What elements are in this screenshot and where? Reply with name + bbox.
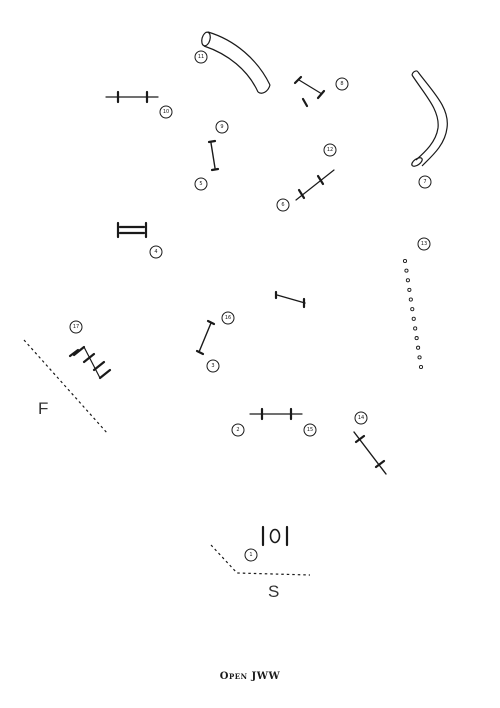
number-marker-14: 14	[354, 411, 368, 425]
marker-number: 5	[199, 181, 202, 187]
jump-center	[274, 290, 306, 309]
number-marker-7: 7	[418, 175, 432, 189]
jump-14	[353, 431, 387, 475]
marker-number: 12	[327, 147, 333, 153]
jump-8	[293, 75, 326, 108]
marker-circle	[244, 548, 258, 562]
marker-number: 8	[340, 81, 343, 87]
tire-1	[261, 525, 289, 547]
marker-number: 1	[249, 552, 252, 558]
number-marker-4: 4	[149, 245, 163, 259]
marker-circle	[418, 175, 432, 189]
number-marker-16: 16	[221, 311, 235, 325]
marker-number: 4	[154, 249, 157, 255]
number-marker-8: 8	[335, 77, 349, 91]
weave-pole	[417, 355, 422, 360]
number-marker-6: 6	[276, 198, 290, 212]
marker-circle	[194, 177, 208, 191]
marker-number: 10	[163, 109, 169, 115]
weave-pole	[410, 307, 415, 312]
number-marker-5: 5	[194, 177, 208, 191]
jump-10	[105, 90, 159, 104]
number-marker-9: 9	[215, 120, 229, 134]
number-marker-2: 2	[231, 423, 245, 437]
number-marker-17: 17	[69, 320, 83, 334]
number-marker-3: 3	[206, 359, 220, 373]
start-line	[210, 544, 311, 576]
marker-number: 16	[225, 315, 231, 321]
marker-circle	[194, 50, 208, 64]
marker-number: 13	[421, 241, 427, 247]
marker-circle	[69, 320, 83, 334]
number-marker-13: 13	[417, 237, 431, 251]
marker-circle	[221, 311, 235, 325]
weave-pole	[407, 287, 412, 292]
marker-number: 11	[198, 54, 204, 60]
marker-circle	[206, 359, 220, 373]
number-marker-10: 10	[159, 105, 173, 119]
double-4	[116, 221, 148, 239]
marker-circle	[276, 198, 290, 212]
jump-9-5	[207, 139, 220, 172]
marker-number: 17	[73, 324, 79, 330]
jump-6-12	[295, 169, 335, 201]
marker-number: 14	[358, 415, 364, 421]
weave-pole	[411, 316, 416, 321]
start-label: S	[268, 582, 279, 601]
marker-number: 15	[307, 427, 313, 433]
jump-16-3	[195, 319, 216, 356]
number-marker-11: 11	[194, 50, 208, 64]
marker-circle	[323, 143, 337, 157]
marker-circle	[159, 105, 173, 119]
marker-number: 3	[211, 363, 214, 369]
jump-2-15	[249, 407, 303, 421]
marker-circle	[354, 411, 368, 425]
tunnel-11	[201, 31, 271, 94]
finish-label: F	[38, 399, 48, 418]
marker-circle	[149, 245, 163, 259]
weave-pole	[414, 336, 419, 341]
number-marker-1: 1	[244, 548, 258, 562]
weave-pole	[404, 268, 409, 273]
weave-pole	[418, 364, 424, 370]
marker-number: 6	[281, 202, 284, 208]
marker-circle	[231, 423, 245, 437]
number-marker-15: 15	[303, 423, 317, 437]
marker-circle	[303, 423, 317, 437]
weave-pole	[416, 345, 421, 350]
weave-pole	[405, 278, 410, 283]
weave-pole	[413, 326, 418, 331]
marker-number: 7	[423, 179, 426, 185]
weave-poles-13	[402, 258, 424, 370]
course-title: Open JWW	[220, 671, 281, 682]
weave-pole	[408, 297, 413, 302]
marker-circle	[417, 237, 431, 251]
finish-line	[23, 339, 109, 435]
weave-pole	[402, 258, 408, 264]
marker-circle	[215, 120, 229, 134]
marker-circle	[335, 77, 349, 91]
tunnel-7	[411, 70, 448, 167]
marker-number: 9	[220, 124, 223, 130]
triple-17	[68, 345, 112, 380]
number-marker-12: 12	[323, 143, 337, 157]
marker-number: 2	[236, 427, 239, 433]
